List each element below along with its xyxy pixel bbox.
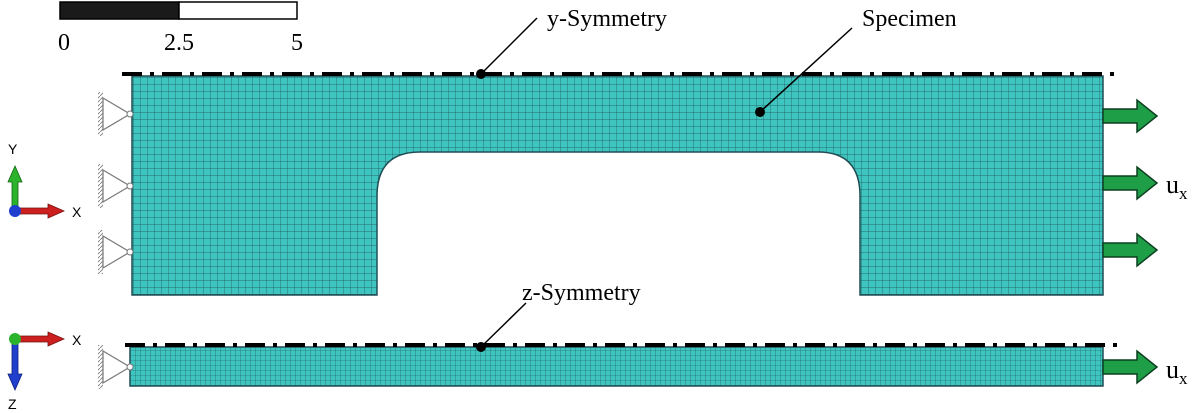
pin-support [98,345,134,389]
scale-bar-light-segment [178,1,298,20]
specimen-label: Specimen [862,6,957,32]
specimen-mesh-bottom [129,346,1104,387]
load-arrow [1102,165,1159,201]
specimen-side-view: ux [98,343,1188,389]
callout-specimen: Specimen [755,6,957,117]
load-arrow [1102,232,1159,268]
scale-tick-0: 0 [58,30,70,56]
load-arrow [1102,349,1159,385]
z-axis-arrow [7,339,23,391]
origin-marker [9,205,21,217]
y-symmetry-label: y-Symmetry [547,6,667,32]
specimen-mesh-top [131,75,1104,296]
pin-support [98,230,134,274]
axis-label-y: Y [8,141,18,157]
callout-dot [755,107,765,117]
load-arrow [1102,98,1159,134]
coordinate-triad-top: Y X [7,141,82,220]
callout-dot [476,69,486,79]
x-axis-arrow [15,331,65,347]
displacement-label-top: ux [1166,170,1188,203]
callout-dot [476,342,486,352]
scale-bar: 0 2.5 5 [58,1,303,56]
scale-tick-5: 5 [291,30,303,56]
axis-label-x: X [72,204,82,220]
coordinate-triad-bottom: X Z [7,331,82,412]
axis-label-z: Z [8,396,17,412]
axis-label-x: X [72,332,82,348]
pin-support [98,164,134,208]
callout-y-symmetry: y-Symmetry [476,6,667,79]
z-symmetry-label: z-Symmetry [522,280,641,306]
scale-tick-2-5: 2.5 [164,30,194,56]
callout-z-symmetry: z-Symmetry [476,280,641,352]
origin-marker [9,333,21,345]
y-axis-arrow [7,165,23,211]
displacement-label-bottom: ux [1166,355,1188,388]
scale-bar-dark-segment [59,1,180,20]
specimen-plan-view: ux [98,72,1188,296]
pin-supports-top [98,92,134,274]
x-axis-arrow [15,203,65,219]
load-arrows-top [1102,98,1159,268]
pin-support [98,92,134,136]
